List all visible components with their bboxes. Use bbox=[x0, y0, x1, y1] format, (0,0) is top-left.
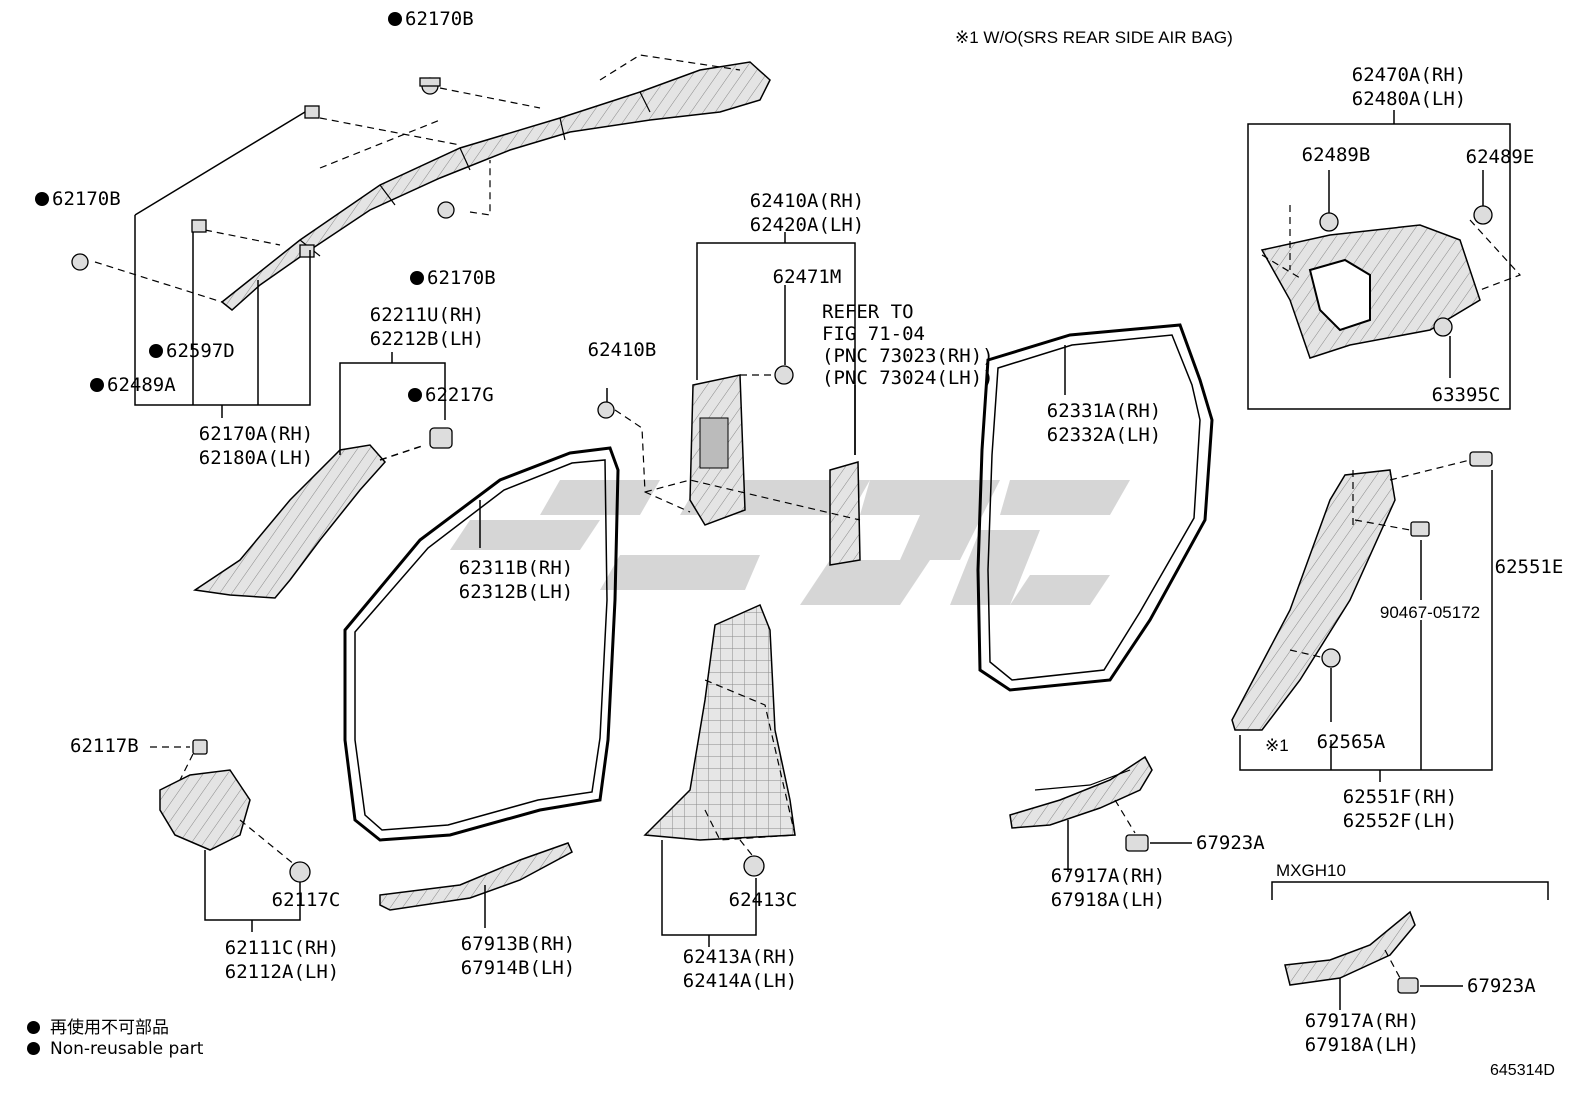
quarter-trim-lower bbox=[1231, 469, 1396, 731]
center-pillar-lower-garnish bbox=[643, 603, 796, 841]
label-67918A-lh: 67918A(LH) bbox=[1050, 889, 1166, 911]
non-reusable-dot-icon bbox=[27, 1042, 40, 1055]
label-62331A-rh: 62331A(RH) bbox=[1046, 400, 1162, 422]
label-62170B-mid: 62170B bbox=[410, 267, 496, 290]
note-text: ※1 W/O(SRS REAR SIDE AIR BAG) bbox=[955, 28, 1233, 47]
label-62170A-rh: 62170A(RH) bbox=[198, 423, 314, 445]
cowl-side-trim bbox=[159, 769, 251, 851]
label-62410B: 62410B bbox=[587, 339, 657, 361]
label-62470A-rh: 62470A(RH) bbox=[1351, 64, 1467, 86]
label-62212B-lh: 62212B(LH) bbox=[369, 328, 485, 350]
j-clip bbox=[743, 855, 765, 877]
label-62597D: 62597D bbox=[149, 340, 235, 363]
f-leaders bbox=[1328, 170, 1484, 378]
label-62551F-rh: 62551F(RH) bbox=[1342, 786, 1458, 808]
label-62413A-rh: 62413A(RH) bbox=[682, 946, 798, 968]
label-67923A: 67923A bbox=[1196, 832, 1265, 854]
legend-en-text: Non-reusable part bbox=[50, 1039, 204, 1059]
label-62414A-lh: 62414A(LH) bbox=[682, 970, 798, 992]
k-leaders bbox=[1067, 820, 1192, 872]
label-62311B-rh: 62311B(RH) bbox=[458, 557, 574, 579]
l-bracket bbox=[1271, 881, 1549, 900]
a-clips bbox=[71, 77, 455, 271]
k-clip bbox=[1125, 834, 1149, 852]
label-67923A-mxgh10: 67923A bbox=[1467, 975, 1536, 997]
a-dashed-leaders bbox=[94, 54, 741, 303]
l-leaders bbox=[1339, 978, 1463, 1010]
label-62420A-lh: 62420A(LH) bbox=[749, 214, 865, 236]
rear-scuff-plate bbox=[1009, 755, 1153, 829]
g-clips bbox=[1321, 451, 1493, 668]
label-62552F-lh: 62552F(LH) bbox=[1342, 810, 1458, 832]
front-door-weatherstrip bbox=[343, 446, 620, 842]
label-62111C-rh: 62111C(RH) bbox=[224, 937, 340, 959]
mxgh10-scuff-plate bbox=[1284, 910, 1416, 986]
center-pillar-upper-garnish bbox=[689, 374, 746, 526]
label-refer-pnc-lh: (PNC 73024(LH)) bbox=[822, 367, 994, 389]
label-62170B-left: 62170B bbox=[35, 188, 121, 211]
label-mxgh10: MXGH10 bbox=[1276, 861, 1346, 880]
g-bracket bbox=[1239, 470, 1493, 782]
label-67914B-lh: 67914B(LH) bbox=[460, 957, 576, 979]
label-refer-pnc-rh: (PNC 73023(RH)) bbox=[822, 345, 994, 367]
label-62117C: 62117C bbox=[271, 889, 341, 911]
legend-jp-text: 再使用不可部品 bbox=[50, 1018, 169, 1038]
f-dashed bbox=[1261, 205, 1522, 291]
label-62217G: 62217G bbox=[408, 384, 494, 407]
legend-en: Non-reusable part bbox=[27, 1039, 203, 1059]
label-62312B-lh: 62312B(LH) bbox=[458, 581, 574, 603]
k-dashed bbox=[1114, 799, 1136, 834]
label-62332A-lh: 62332A(LH) bbox=[1046, 424, 1162, 446]
j-bracket bbox=[661, 840, 757, 947]
label-62170B-top: 62170B bbox=[388, 8, 474, 31]
a-pillar-lower-garnish bbox=[192, 444, 387, 599]
legend-jp: 再使用不可部品 bbox=[27, 1013, 169, 1038]
j-dashed bbox=[704, 679, 796, 856]
label-67917A-rh-mxgh10: 67917A(RH) bbox=[1304, 1010, 1420, 1032]
label-62413C: 62413C bbox=[728, 889, 798, 911]
f-clips bbox=[1319, 205, 1493, 337]
label-62180A-lh: 62180A(LH) bbox=[198, 447, 314, 469]
quarter-trim-upper bbox=[1260, 224, 1481, 359]
l-clip bbox=[1397, 977, 1419, 994]
label-63395C: 63395C bbox=[1431, 384, 1501, 406]
figure-id: 645314D bbox=[1490, 1062, 1555, 1079]
label-62489B: 62489B bbox=[1301, 144, 1371, 166]
seatbelt-anchor-cover bbox=[829, 461, 861, 566]
label-67917A-rh: 67917A(RH) bbox=[1050, 865, 1166, 887]
label-62112A-lh: 62112A(LH) bbox=[224, 961, 340, 983]
a-bracket bbox=[134, 111, 311, 418]
label-mark-1: ※1 bbox=[1265, 736, 1289, 755]
g-dashed bbox=[1289, 459, 1471, 659]
label-62565A: 62565A bbox=[1316, 731, 1386, 753]
c-clips bbox=[597, 365, 794, 419]
f-box bbox=[1247, 110, 1511, 410]
label-62551E: 62551E bbox=[1494, 556, 1564, 578]
c-dashed bbox=[614, 374, 861, 521]
b-clip bbox=[429, 427, 453, 449]
h-dashed bbox=[150, 746, 296, 866]
label-62480A-lh: 62480A(LH) bbox=[1351, 88, 1467, 110]
l-dashed bbox=[1384, 949, 1401, 979]
label-67918A-lh-mxgh10: 67918A(LH) bbox=[1304, 1034, 1420, 1056]
label-62211U-rh: 62211U(RH) bbox=[369, 304, 485, 326]
label-62489A: 62489A bbox=[90, 374, 176, 397]
label-67913B-rh: 67913B(RH) bbox=[460, 933, 576, 955]
label-62117B: 62117B bbox=[70, 735, 139, 757]
label-62471M: 62471M bbox=[772, 266, 842, 288]
label-refer-to: REFER TO bbox=[822, 301, 914, 323]
non-reusable-dot-icon bbox=[27, 1021, 40, 1034]
label-refer-fig: FIG 71-04 bbox=[822, 323, 925, 345]
h-bracket bbox=[204, 850, 301, 932]
rear-door-weatherstrip bbox=[976, 323, 1214, 692]
label-62410A-rh: 62410A(RH) bbox=[749, 190, 865, 212]
label-90467-05172: 90467-05172 bbox=[1379, 603, 1481, 622]
a-pillar-upper-garnish bbox=[220, 61, 771, 311]
front-scuff-plate bbox=[379, 842, 573, 911]
label-62489E: 62489E bbox=[1465, 146, 1535, 168]
